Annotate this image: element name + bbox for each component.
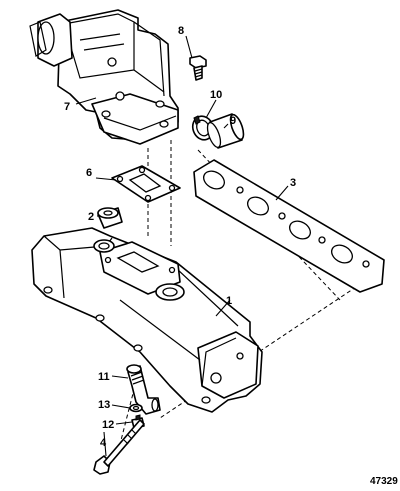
manifold-gasket-part-3 bbox=[193, 159, 385, 293]
manifold-bolt-part-4 bbox=[93, 419, 145, 475]
callout-3: 3 bbox=[290, 177, 296, 189]
callout-9: 9 bbox=[230, 115, 236, 127]
callout-11: 11 bbox=[98, 371, 110, 383]
callout-2: 2 bbox=[88, 211, 94, 223]
exhaust-manifold-part-1 bbox=[31, 227, 263, 413]
bolt-part-8 bbox=[189, 55, 207, 81]
washer-part-13 bbox=[129, 403, 143, 413]
figure-id: 47329 bbox=[370, 476, 398, 487]
leader-lines bbox=[75, 35, 289, 457]
callout-7: 7 bbox=[64, 101, 70, 113]
callout-13: 13 bbox=[98, 399, 110, 411]
callout-8: 8 bbox=[178, 25, 184, 37]
callout-10: 10 bbox=[210, 89, 222, 101]
callout-4: 4 bbox=[100, 437, 107, 449]
callout-12: 12 bbox=[102, 419, 114, 431]
exhaust-elbow-part-7 bbox=[29, 9, 179, 145]
callout-6: 6 bbox=[86, 167, 92, 179]
plug-part-2 bbox=[97, 207, 123, 229]
callout-1: 1 bbox=[226, 295, 232, 307]
elbow-gasket-part-6 bbox=[111, 165, 181, 203]
sleeve-part-9 bbox=[206, 113, 245, 149]
hose-fitting-part-11 bbox=[126, 364, 161, 415]
callout-labels: 8 10 9 7 6 2 3 1 11 13 12 4 47329 bbox=[64, 25, 398, 487]
